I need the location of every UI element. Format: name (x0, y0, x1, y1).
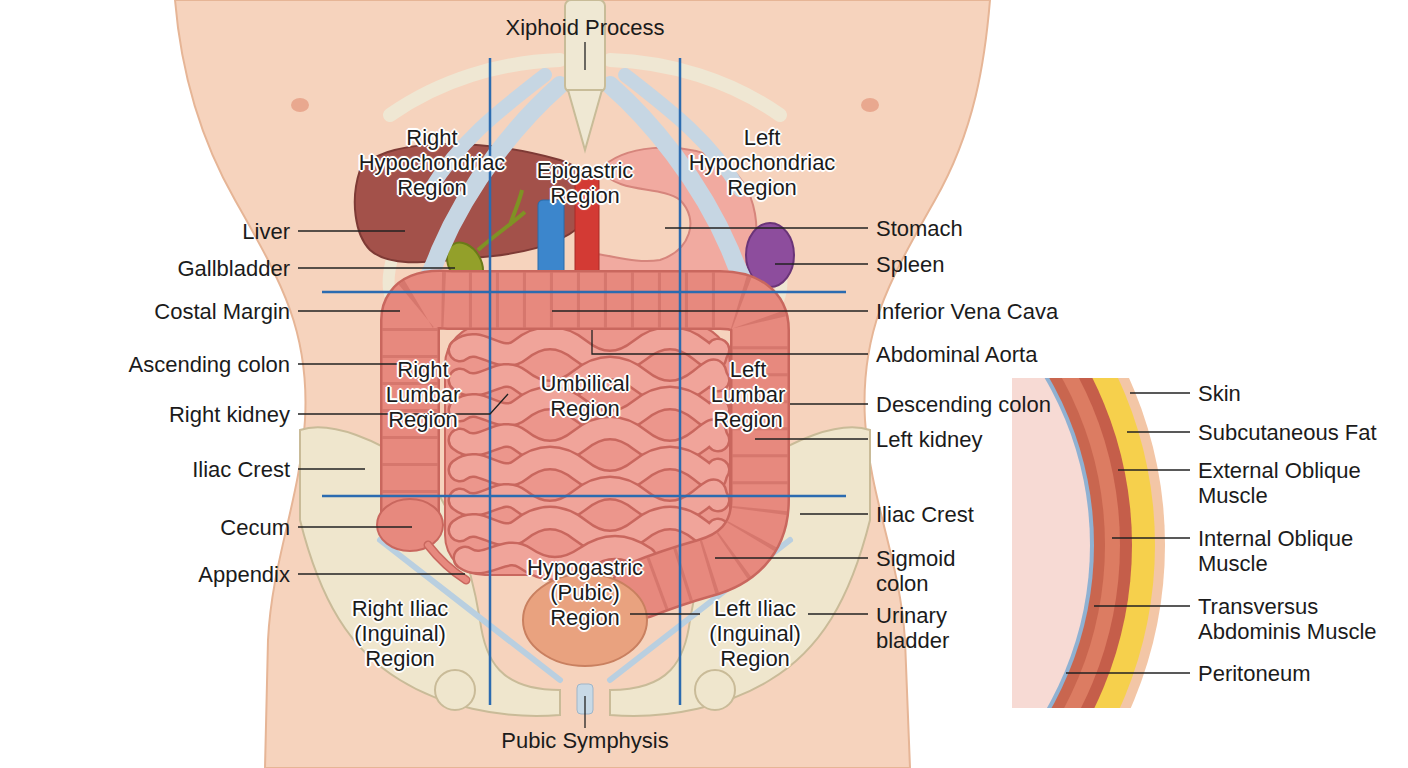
leader-line (715, 557, 868, 558)
leader-line (755, 438, 868, 439)
torso-skin (175, 0, 990, 768)
part-label: Pubic Symphysis (455, 728, 715, 753)
region-label: Right Iliac (Inguinal) Region (335, 596, 465, 671)
small-intestine (445, 325, 730, 575)
part-label: Internal Oblique Muscle (1198, 526, 1398, 576)
bile-duct (478, 190, 525, 250)
skin-layer (1012, 378, 1165, 708)
leader-line (775, 263, 868, 264)
leader-line (298, 267, 455, 268)
fat-layer (1012, 378, 1155, 708)
leader-line (1094, 605, 1190, 606)
region-label: Umbilical Region (525, 371, 645, 421)
part-label: Gallbladder (30, 256, 290, 281)
leader-line (298, 363, 400, 364)
leader-line (800, 513, 868, 514)
part-label: Appendix (30, 562, 290, 587)
grid-line (322, 495, 846, 498)
leader-line (1118, 469, 1190, 470)
leader-lines (298, 42, 1190, 728)
leader-line (1112, 537, 1190, 538)
part-label: Xiphoid Process (455, 15, 715, 40)
grid-line (322, 291, 846, 294)
grid-line (679, 58, 682, 705)
part-label: Descending colon (876, 392, 1136, 417)
leader-line (592, 330, 868, 354)
region-grid (322, 58, 846, 705)
leader-line (1130, 392, 1190, 393)
region-label: Left Iliac (Inguinal) Region (690, 596, 820, 671)
leader-line (584, 42, 585, 70)
colon-haustra (410, 300, 760, 590)
peritoneum-layer (1012, 378, 1094, 708)
part-label: External Oblique Muscle (1198, 458, 1398, 508)
nipple (291, 98, 309, 112)
colon (410, 300, 760, 590)
femoral-head (695, 670, 735, 710)
leader-line (584, 696, 585, 728)
part-label: Iliac Crest (30, 457, 290, 482)
part-label: Abdominal Aorta (876, 342, 1136, 367)
internal-oblique-layer (1012, 378, 1120, 708)
part-label: Ascending colon (30, 352, 290, 377)
leader-line (808, 613, 868, 614)
part-label: Skin (1198, 381, 1398, 406)
part-label: Left kidney (876, 427, 1136, 452)
part-label: Cecum (30, 515, 290, 540)
part-label: Iliac Crest (876, 502, 1136, 527)
wall-layers-inset (1012, 378, 1165, 708)
appendix-outline (428, 545, 466, 580)
region-label: Left Lumbar Region (701, 357, 796, 432)
abdominal-cavity (1012, 378, 1090, 708)
leader-line (298, 230, 405, 231)
region-label: Right Hypochondriac Region (347, 125, 517, 200)
region-label: Epigastric Region (520, 158, 650, 208)
leader-line (665, 227, 868, 228)
part-label: Liver (30, 219, 290, 244)
leader-line (1127, 431, 1190, 432)
part-label: Spleen (876, 252, 1136, 277)
part-label: Peritoneum (1198, 661, 1398, 686)
leader-line (298, 310, 400, 311)
region-label: Right Lumbar Region (373, 357, 473, 432)
leader-line (1066, 672, 1190, 673)
region-label: Hypogastric (Pubic) Region (523, 555, 648, 630)
sternum (565, 0, 605, 92)
part-label: Transversus Abdominis Muscle (1198, 594, 1398, 644)
leader-line (630, 613, 700, 614)
part-label: Inferior Vena Cava (876, 299, 1136, 324)
leader-line (298, 573, 465, 574)
part-label: Urinary bladder (876, 603, 986, 653)
part-label: Costal Margin (30, 299, 290, 324)
femoral-head (435, 670, 475, 710)
leader-line (298, 526, 412, 527)
xiphoid-process (568, 90, 602, 150)
appendix (428, 545, 466, 580)
nipple (861, 98, 879, 112)
colon-outline (410, 300, 760, 590)
leader-line (552, 310, 868, 311)
part-label: Right kidney (30, 402, 290, 427)
part-label: Stomach (876, 216, 1136, 241)
external-oblique-layer (1012, 378, 1132, 708)
cecum (377, 499, 443, 551)
part-label: Subcutaneous Fat (1198, 420, 1398, 445)
part-label: Sigmoid colon (876, 546, 971, 596)
transversus-layer (1012, 378, 1105, 708)
region-label: Left Hypochondriac Region (677, 125, 847, 200)
leader-line (298, 468, 365, 469)
leader-line (790, 403, 868, 404)
